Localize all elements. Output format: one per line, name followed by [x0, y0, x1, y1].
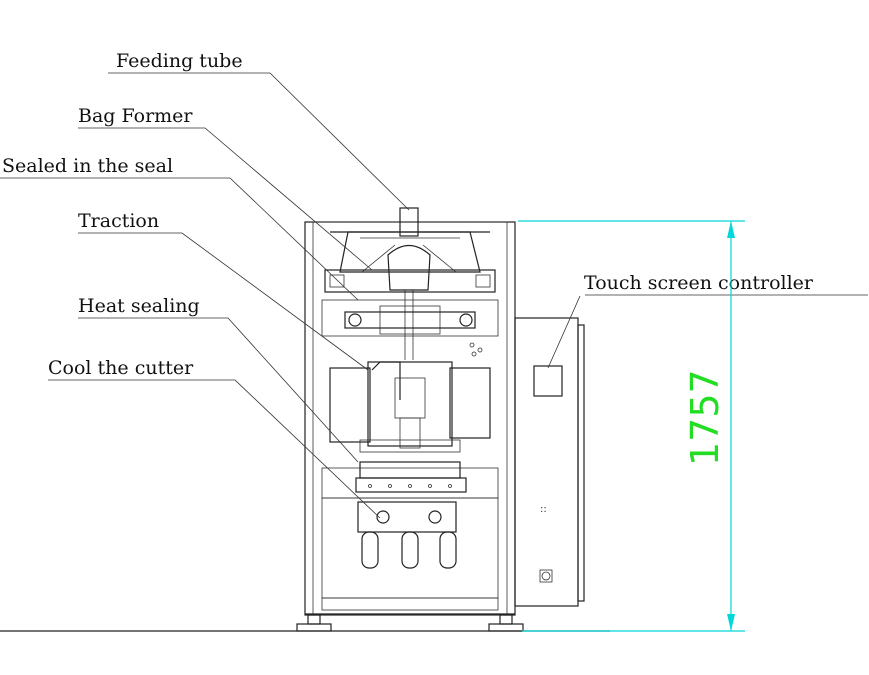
feeding-tube	[387, 207, 431, 360]
label-traction: Traction	[78, 210, 159, 232]
cutter-unit	[357, 501, 457, 569]
height-dimension	[518, 220, 745, 632]
label-feeding-tube: Feeding tube	[116, 50, 243, 72]
label-sealed-in-the-seal: Sealed in the seal	[2, 155, 173, 177]
control-box: ::	[514, 317, 585, 607]
bag-former	[330, 231, 490, 273]
label-heat-sealing: Heat sealing	[78, 295, 200, 317]
label-cool-the-cutter: Cool the cutter	[48, 357, 194, 379]
svg-text:::: ::	[540, 504, 547, 515]
height-dimension-value: 1757	[683, 369, 727, 466]
leader-lines	[0, 72, 868, 519]
machine-frame	[296, 221, 524, 632]
traction-unit	[329, 361, 491, 453]
heat-sealing-unit	[355, 461, 467, 493]
label-touch-screen-controller: Touch screen controller	[584, 272, 814, 294]
sealing-rollers	[324, 269, 496, 357]
label-bag-former: Bag Former	[78, 105, 193, 127]
